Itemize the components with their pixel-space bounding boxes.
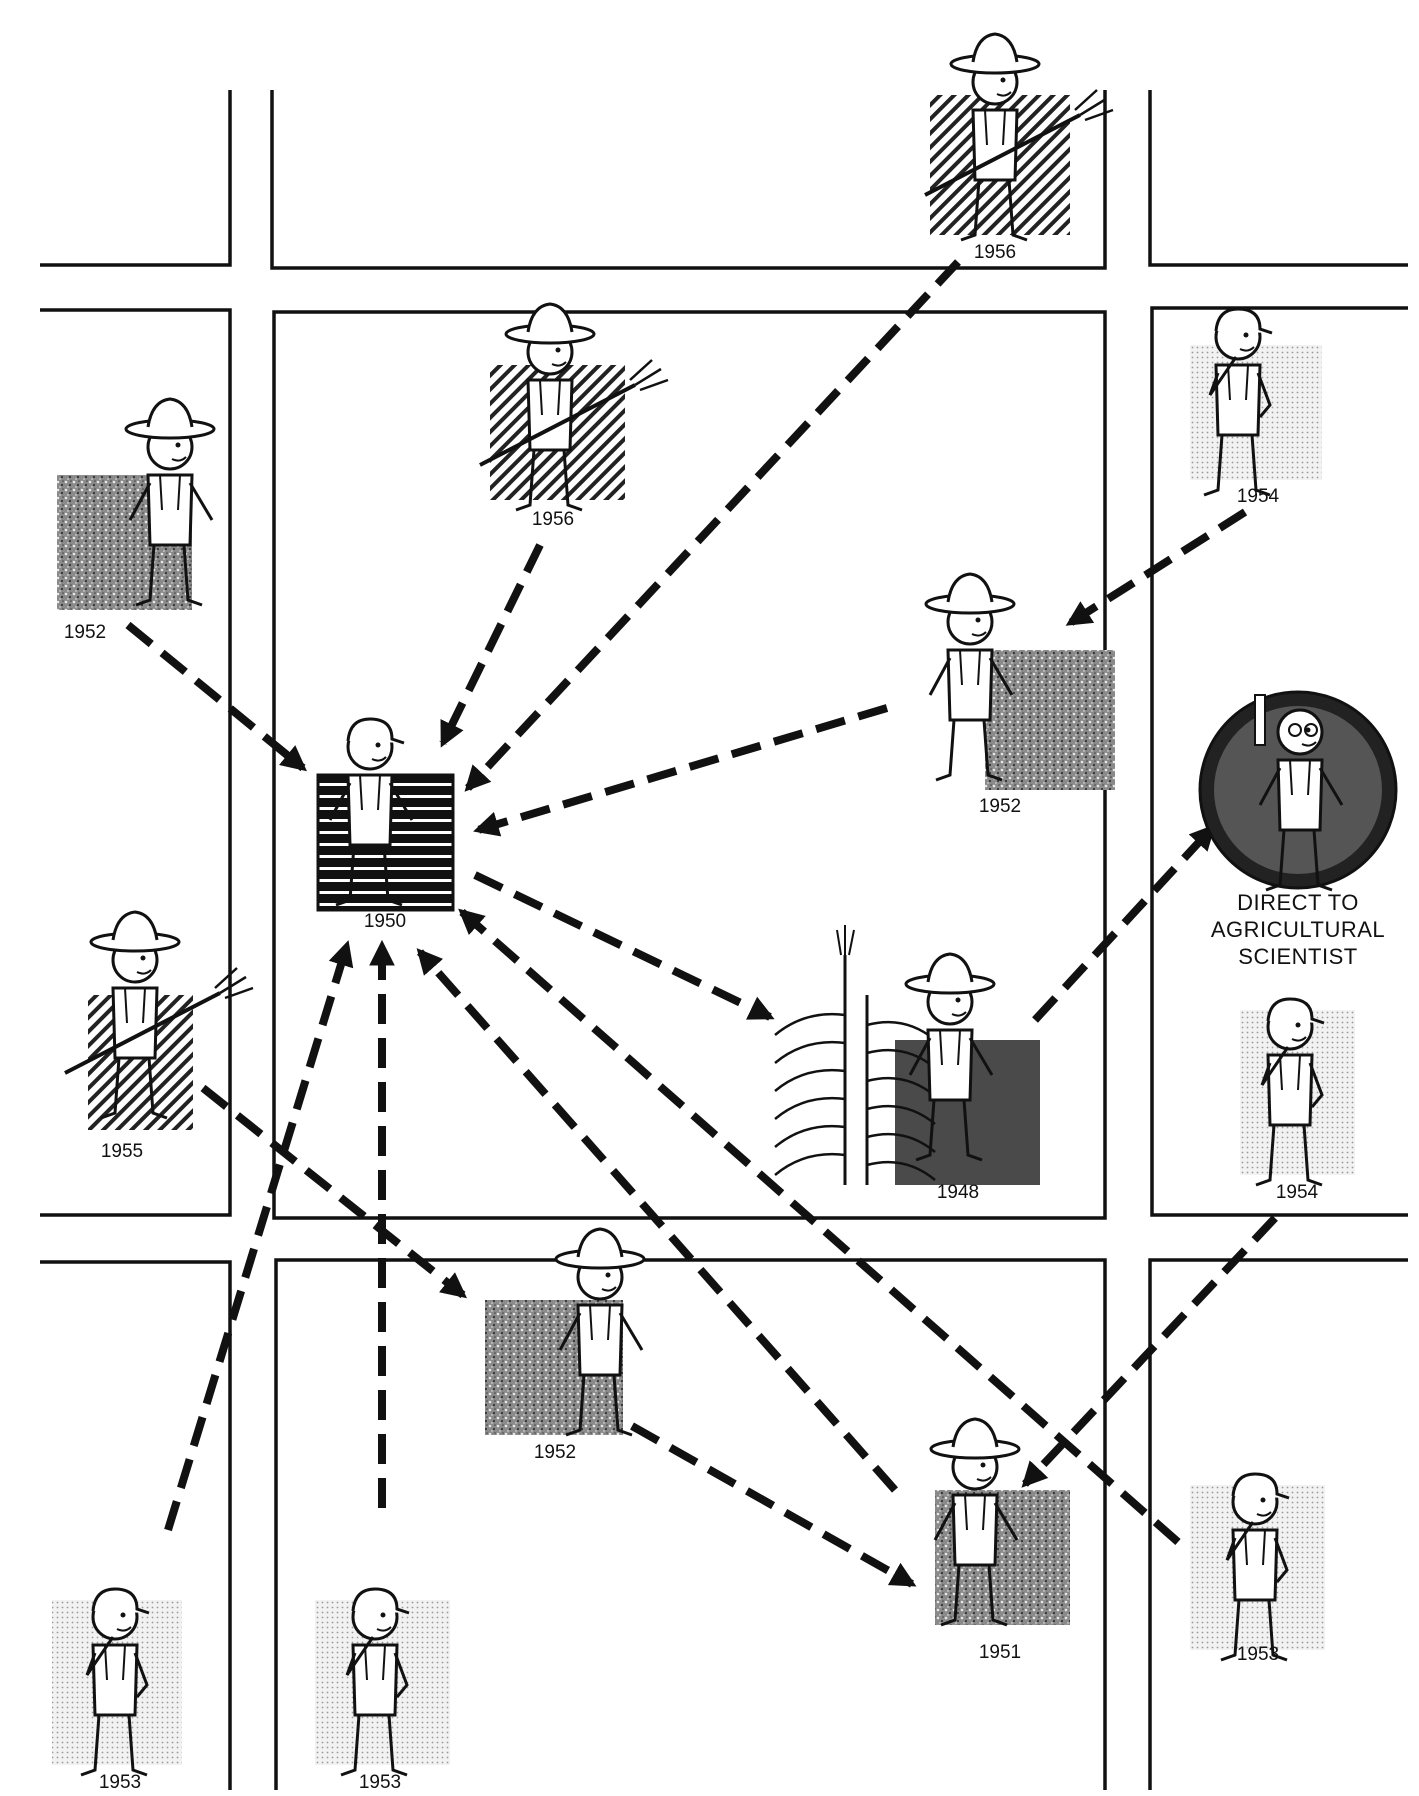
arrow-n1956_mid-to-n1950	[443, 545, 540, 743]
node-n1956_top: 1956	[925, 34, 1113, 263]
arrow-n1953_left-to-n1950	[168, 945, 347, 1530]
arrow-n1955-to-n1952_bottom	[203, 1088, 463, 1295]
test-tube-icon	[1255, 695, 1265, 745]
year-label: 1952	[979, 796, 1021, 817]
node-background	[985, 650, 1115, 790]
node-n1950: 1950	[318, 719, 453, 932]
node-n1953_left: 1953	[52, 1589, 182, 1793]
year-label: 1953	[359, 1772, 401, 1793]
node-n1954_top: 1954	[1190, 309, 1322, 507]
year-label: 1948	[937, 1182, 979, 1203]
year-label: 1953	[99, 1772, 141, 1793]
year-label: 1955	[101, 1141, 143, 1162]
node-n1953_mid: 1953	[315, 1589, 450, 1793]
year-label: 1952	[534, 1442, 576, 1463]
year-label: 1956	[974, 242, 1016, 263]
year-label: 1953	[1237, 1644, 1279, 1665]
year-label: 1952	[64, 622, 106, 643]
year-label: 1954	[1276, 1182, 1319, 1203]
node-n1956_mid: 1956	[480, 304, 668, 530]
arrow-n1952_left-to-n1950	[128, 625, 303, 768]
year-label: 1950	[364, 911, 406, 932]
farmer-nodes: 1956 1956 1952 1954 1952 1950 DIRECT TOAGRICUL…	[52, 34, 1396, 1793]
arrow-n1952_bottom-to-n1951	[632, 1426, 912, 1584]
arrow-n1954_top-to-n1952_right	[1070, 512, 1245, 623]
year-label: 1956	[532, 509, 574, 530]
node-n1952_left: 1952	[57, 399, 214, 643]
arrow-n1952_right-to-n1950	[478, 708, 887, 830]
year-label: 1954	[1237, 486, 1280, 507]
scientist-label-line: SCIENTIST	[1238, 944, 1357, 969]
node-n1953_right: 1953	[1190, 1474, 1325, 1665]
arrow-n1948-to-n_scientist	[1035, 828, 1212, 1020]
node-n1955: 1955	[65, 912, 253, 1162]
scientist-label-line: DIRECT TO	[1237, 890, 1359, 915]
arrow-n1950-to-n1948	[475, 875, 770, 1017]
influence-arrows	[128, 262, 1275, 1584]
node-n1948: 1948	[775, 925, 1040, 1203]
scientist-label-line: AGRICULTURAL	[1211, 917, 1385, 942]
node-n1954_mid: 1954	[1240, 999, 1355, 1203]
node-n1952_bottom: 1952	[485, 1229, 644, 1463]
year-label: 1951	[979, 1642, 1021, 1663]
